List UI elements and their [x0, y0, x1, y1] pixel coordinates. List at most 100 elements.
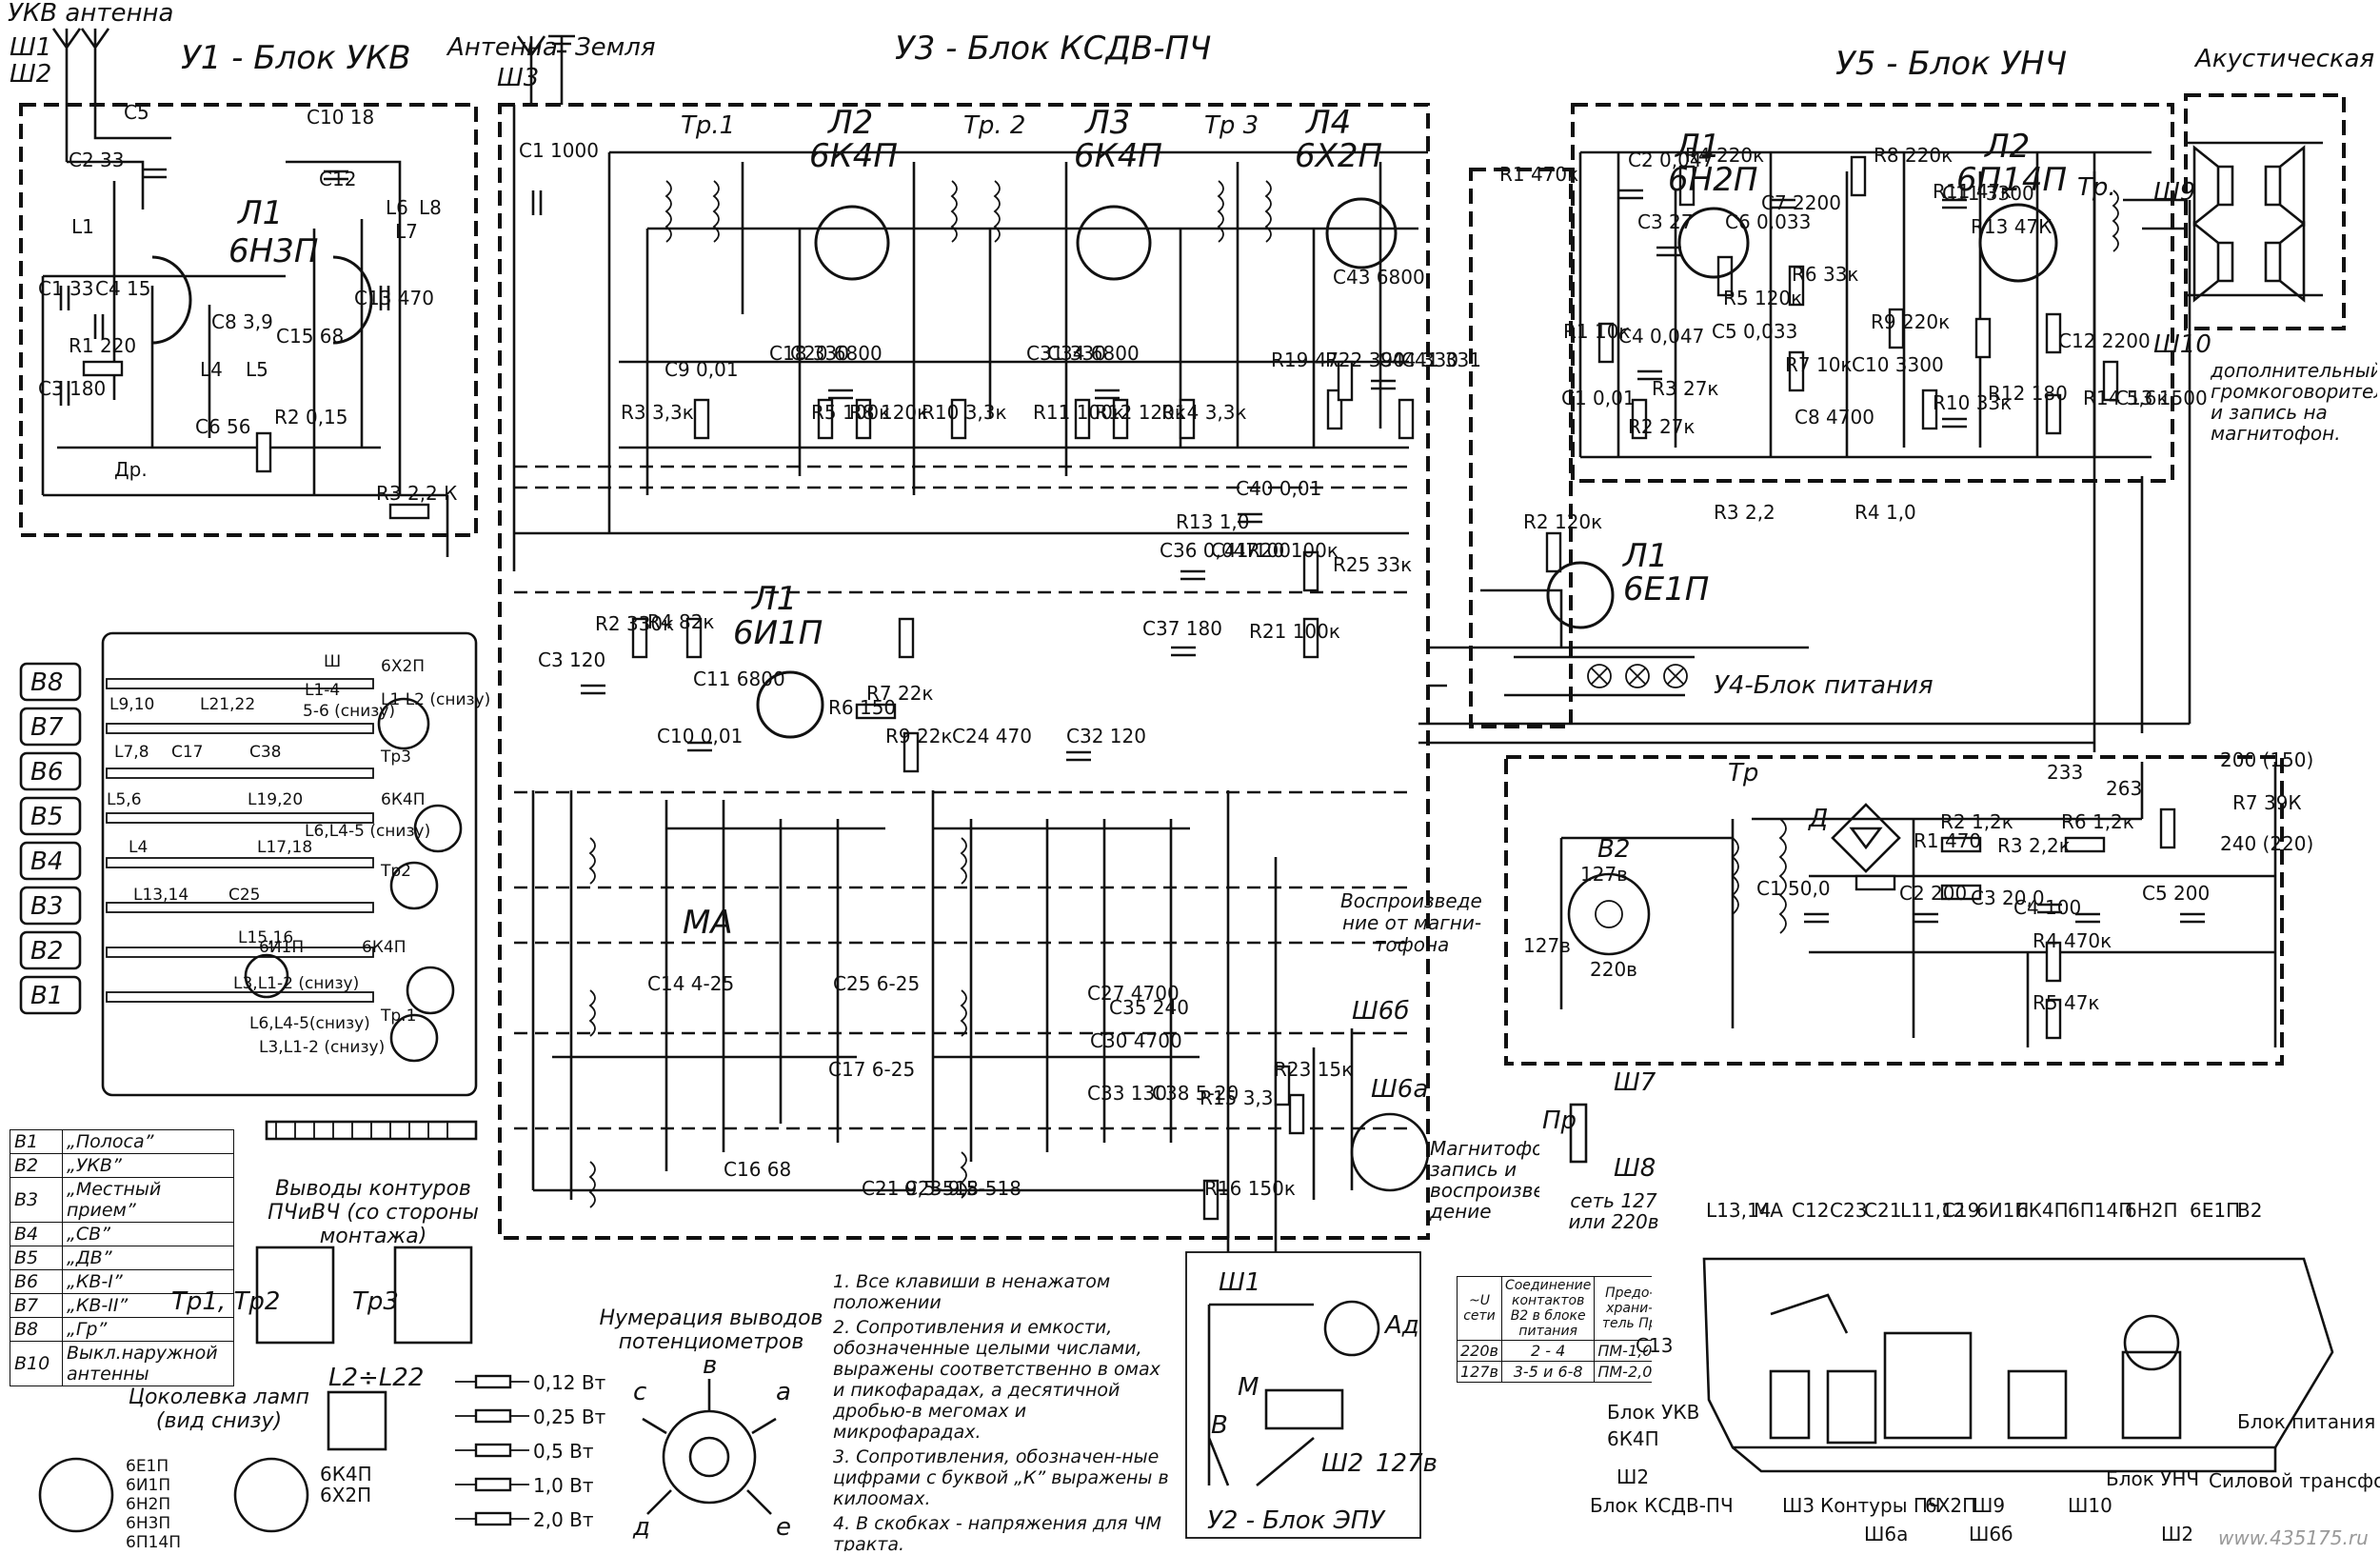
component-label: C35 240 — [1109, 996, 1189, 1019]
antenna-label: Антенна — [446, 33, 558, 62]
chassis-top-label: С23 — [1830, 1199, 1867, 1222]
wattage-resistor-symbol — [474, 1477, 512, 1492]
component-label: C4 15 — [95, 277, 151, 300]
switch-panel-label: L6,L4-5 (снизу) — [305, 822, 430, 841]
component-label: R14 5,6к — [2083, 387, 2169, 409]
chassis-bottom-label: Ш6б — [1969, 1523, 2013, 1545]
component-label: R3 2,2 — [1714, 501, 1775, 524]
switch-contact-bar — [106, 902, 374, 913]
switch-button-b2[interactable] — [19, 930, 82, 970]
epu-sh2: Ш2 — [1321, 1449, 1363, 1478]
switch-panel-label: C25 — [228, 886, 261, 905]
tube-u5-l2-ref: Л2 — [1983, 128, 2030, 166]
component-label: C24 470 — [952, 725, 1032, 748]
component-label: R5 120к — [1723, 287, 1802, 309]
switch-button-b7[interactable] — [19, 707, 82, 747]
switch-button-label: B4 — [30, 847, 63, 876]
playback-text: Воспроизведе-ние от магни-тофона — [1340, 890, 1483, 956]
switch-button-b8[interactable] — [19, 662, 82, 702]
sh3-label: Ш3 — [497, 64, 539, 92]
diode-bridge-label: Д — [1808, 805, 1828, 833]
block-u1-boundary — [19, 103, 478, 537]
switch-button-b5[interactable] — [19, 796, 82, 836]
tr12-label: Тр1, Тр2 — [171, 1287, 280, 1316]
legend-row: B6„КВ-I” — [10, 1269, 234, 1294]
component-label: R1 10к — [1563, 320, 1631, 343]
tube-u3-l2: Л2 6К4П — [809, 104, 898, 281]
switch-button-b4[interactable] — [19, 841, 82, 881]
switch-legend-table: B1„Полоса”B2„УКВ”B3„Местный прием”B4„СВ”… — [10, 1129, 234, 1386]
chassis-left-label: Блок КСДВ-ПЧ — [1590, 1494, 1734, 1517]
resistors — [82, 155, 2176, 1221]
component-label: R4 220к — [1685, 144, 1764, 167]
chassis-right-label: Силовой трансфор-матор — [2209, 1469, 2380, 1492]
chassis-left-label: Ш2 — [1616, 1465, 1649, 1488]
socket-type-label: 6Н2П — [126, 1495, 170, 1514]
switch-panel-label: L3,L1-2 (снизу) — [259, 1038, 385, 1057]
ground-label: Земля — [575, 33, 656, 62]
component-label: C38 5-20 — [1152, 1082, 1239, 1105]
legend-value: „УКВ” — [62, 1153, 234, 1178]
chassis-top-label: 6Н2П — [2125, 1199, 2178, 1222]
switch-panel-label: L19,20 — [248, 790, 303, 809]
wattage-resistor-symbol — [474, 1511, 512, 1526]
legend-key: B1 — [10, 1129, 63, 1154]
switch-panel-label: L4 — [129, 838, 148, 857]
pot-title-fo: Нумерация выводов потенциометров — [599, 1306, 823, 1354]
switch-contact-bar — [106, 723, 374, 734]
tube-u1-type: 6Н3П — [228, 232, 318, 270]
component-label: L8 — [419, 196, 442, 219]
tube-u3-l4-type: 6Х2П — [1295, 137, 1382, 175]
component-label: R2 0,15 — [274, 406, 348, 429]
socket-7pin — [233, 1457, 309, 1533]
chassis-bottom-label: Блок УНЧ — [2106, 1467, 2199, 1490]
component-label: R25 33к — [1333, 553, 1412, 576]
sh10-label: Ш10 — [2153, 330, 2211, 359]
l2l22-label: L2÷L22 — [328, 1364, 424, 1392]
chassis-top-label: 6И1П — [1976, 1199, 2029, 1222]
switch-contact-bar — [106, 857, 374, 868]
legend-row: B4„СВ” — [10, 1222, 234, 1246]
wattage-label: 1,0 Вт — [533, 1474, 594, 1497]
socket-title-fo: Цоколевка ламп (вид снизу) — [128, 1386, 310, 1433]
voltage-table-header-cell: Предо-храни-тель Пр — [1594, 1276, 1652, 1341]
switch-panel-label: 6Х2П — [381, 657, 425, 676]
switch-button-b6[interactable] — [19, 751, 82, 791]
component-label: C4 100 — [2013, 896, 2081, 919]
indicator-lamps — [1587, 664, 1688, 688]
component-label: R7 39К — [2232, 791, 2302, 814]
component-label: C7 2200 — [1761, 191, 1841, 214]
tube-u4-l1-ref: Л1 — [1621, 537, 1668, 575]
component-label: R2 120к — [1523, 510, 1602, 533]
component-label: C6 0,033 — [1725, 210, 1811, 233]
switch-contact-bar — [106, 991, 374, 1003]
title-u2: У2 - Блок ЭПУ — [1207, 1506, 1386, 1535]
pot-pin-v: в — [703, 1351, 717, 1380]
component-label: R7 22к — [866, 682, 934, 705]
ukv-antenna-label: УКВ антенна — [8, 0, 173, 28]
pot-pin-d: д — [632, 1513, 650, 1542]
legend-key: B8 — [10, 1317, 63, 1342]
component-label: C1 0,01 — [1561, 387, 1636, 409]
component-label: R13 47К — [1971, 215, 2052, 238]
playback-fo: Воспроизведе-ние от магни-тофона — [1340, 890, 1483, 956]
potentiometer-icon — [642, 1379, 777, 1515]
epu-ad: Ад — [1383, 1311, 1419, 1340]
sh8-label: Ш8 — [1614, 1154, 1656, 1183]
sh6a-socket — [1350, 1112, 1430, 1192]
switch-button-b3[interactable] — [19, 886, 82, 926]
socket-title: Цоколевка ламп (вид снизу) — [128, 1386, 310, 1433]
switch-panel-label: Тр2 — [380, 862, 411, 881]
switch-button-b1[interactable] — [19, 975, 82, 1015]
component-label: C2 200 — [1899, 882, 1967, 905]
chassis-bottom-label: Ш2 — [2161, 1523, 2193, 1545]
